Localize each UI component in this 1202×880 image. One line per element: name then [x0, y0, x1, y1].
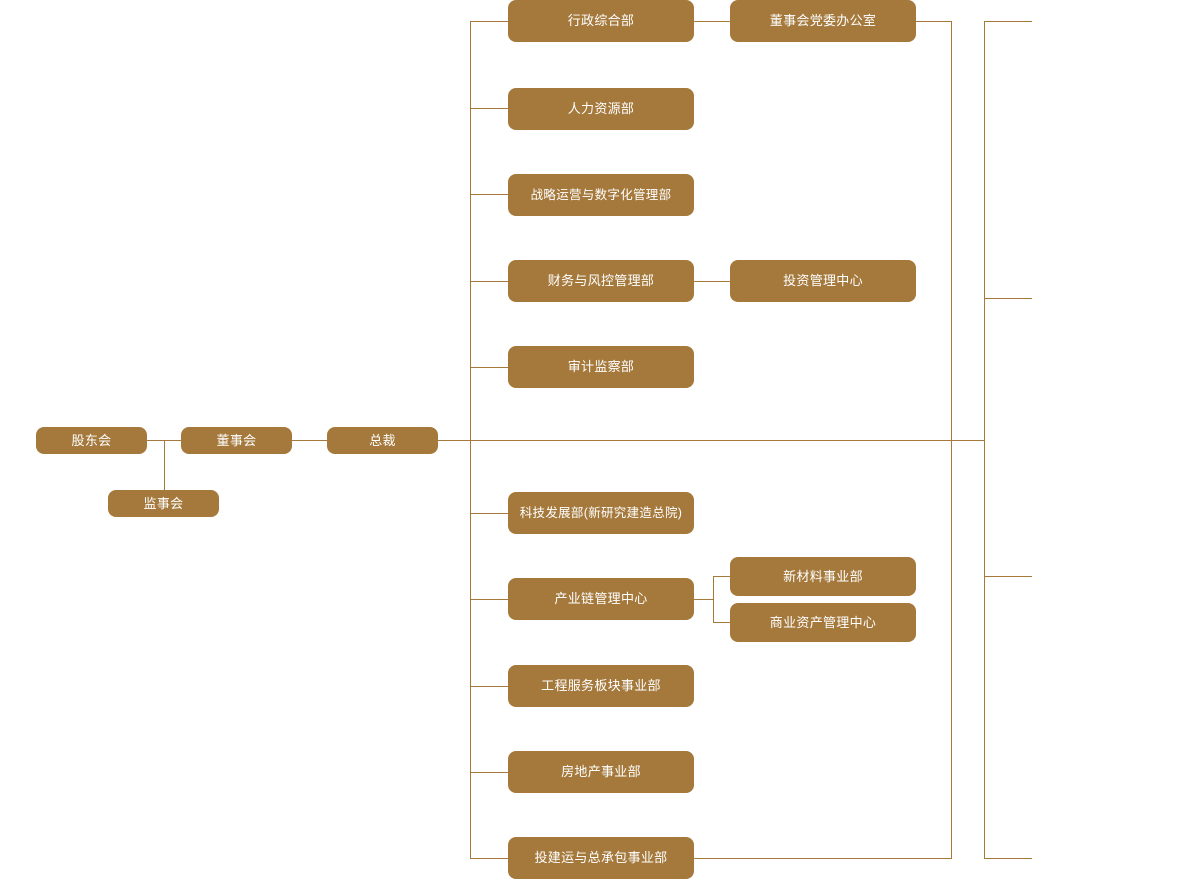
node-label-admin: 行政综合部	[567, 13, 635, 29]
node-admin[interactable]: 行政综合部	[508, 0, 694, 42]
node-label-supplychain: 产业链管理中心	[554, 591, 648, 607]
node-finance[interactable]: 财务与风控管理部	[508, 260, 694, 302]
edge-stub-strategy	[470, 194, 508, 195]
edge-finance-investment	[694, 281, 731, 282]
edge-stub-engineering	[470, 686, 508, 687]
node-label-epc: 投建运与总承包事业部	[534, 850, 668, 866]
node-label-realestate: 房地产事业部	[561, 764, 641, 780]
node-board-party-office[interactable]: 董事会党委办公室	[730, 0, 916, 42]
edge-stub-realestate	[470, 772, 508, 773]
edge-supplychain-bracket	[713, 576, 714, 623]
node-label-audit: 审计监察部	[567, 359, 635, 375]
node-label-investment: 投资管理中心	[783, 273, 863, 289]
node-label-hr: 人力资源部	[567, 101, 635, 117]
node-label-supervisors: 监事会	[143, 495, 184, 511]
edge-stub-hr	[470, 108, 508, 109]
edge-stub-admin	[470, 21, 508, 22]
node-investment[interactable]: 投资管理中心	[730, 260, 916, 302]
edge-stub-supplychain	[470, 599, 508, 600]
edge-admin-partyoffice	[694, 21, 731, 22]
edge-inner-right-rail	[951, 21, 952, 859]
node-label-finance: 财务与风控管理部	[547, 273, 655, 289]
node-audit[interactable]: 审计监察部	[508, 346, 694, 388]
node-label-engineering: 工程服务板块事业部	[541, 678, 661, 694]
node-label-newmaterial: 新材料事业部	[783, 568, 863, 584]
node-label-board: 董事会	[216, 432, 257, 448]
edge-president-spine	[437, 440, 985, 441]
edge-outer-rail-stub-top	[984, 21, 1032, 22]
edge-epc-rail	[694, 858, 952, 859]
node-supplychain[interactable]: 产业链管理中心	[508, 578, 694, 620]
node-commercialasset[interactable]: 商业资产管理中心	[730, 603, 916, 642]
edge-supervisors-drop	[164, 440, 165, 504]
node-label-shareholders: 股东会	[71, 432, 112, 448]
edge-supplychain-newmaterial	[713, 576, 731, 577]
edge-outer-right-rail	[984, 21, 985, 859]
node-board[interactable]: 董事会	[181, 427, 292, 454]
edge-outer-rail-stub-bottom	[984, 858, 1032, 859]
node-supervisors[interactable]: 监事会	[108, 490, 219, 517]
node-label-president: 总裁	[369, 432, 396, 448]
node-strategy[interactable]: 战略运营与数字化管理部	[508, 174, 694, 216]
edge-outer-rail-stub-lower	[984, 576, 1032, 577]
edge-stub-tech	[470, 513, 508, 514]
node-label-tech: 科技发展部(新研究建造总院)	[519, 505, 683, 520]
edge-stub-epc	[470, 858, 508, 859]
node-newmaterial[interactable]: 新材料事业部	[730, 557, 916, 596]
node-president[interactable]: 总裁	[327, 427, 438, 454]
edge-stub-audit	[470, 367, 508, 368]
edge-supplychain-stem	[694, 599, 713, 600]
edge-partyoffice-rail	[916, 21, 952, 22]
node-hr[interactable]: 人力资源部	[508, 88, 694, 130]
node-label-strategy: 战略运营与数字化管理部	[530, 187, 672, 202]
node-engineering[interactable]: 工程服务板块事业部	[508, 665, 694, 707]
edge-stub-finance	[470, 281, 508, 282]
node-realestate[interactable]: 房地产事业部	[508, 751, 694, 793]
node-shareholders[interactable]: 股东会	[36, 427, 147, 454]
node-epc[interactable]: 投建运与总承包事业部	[508, 837, 694, 879]
node-label-commercialasset: 商业资产管理中心	[769, 614, 877, 630]
node-label-board-party-office: 董事会党委办公室	[769, 13, 877, 29]
edge-supplychain-commercialasset	[713, 622, 731, 623]
node-tech[interactable]: 科技发展部(新研究建造总院)	[508, 492, 694, 534]
edge-outer-rail-stub-upper	[984, 298, 1032, 299]
edge-board-president	[291, 440, 327, 441]
edge-main-spine	[470, 21, 471, 859]
